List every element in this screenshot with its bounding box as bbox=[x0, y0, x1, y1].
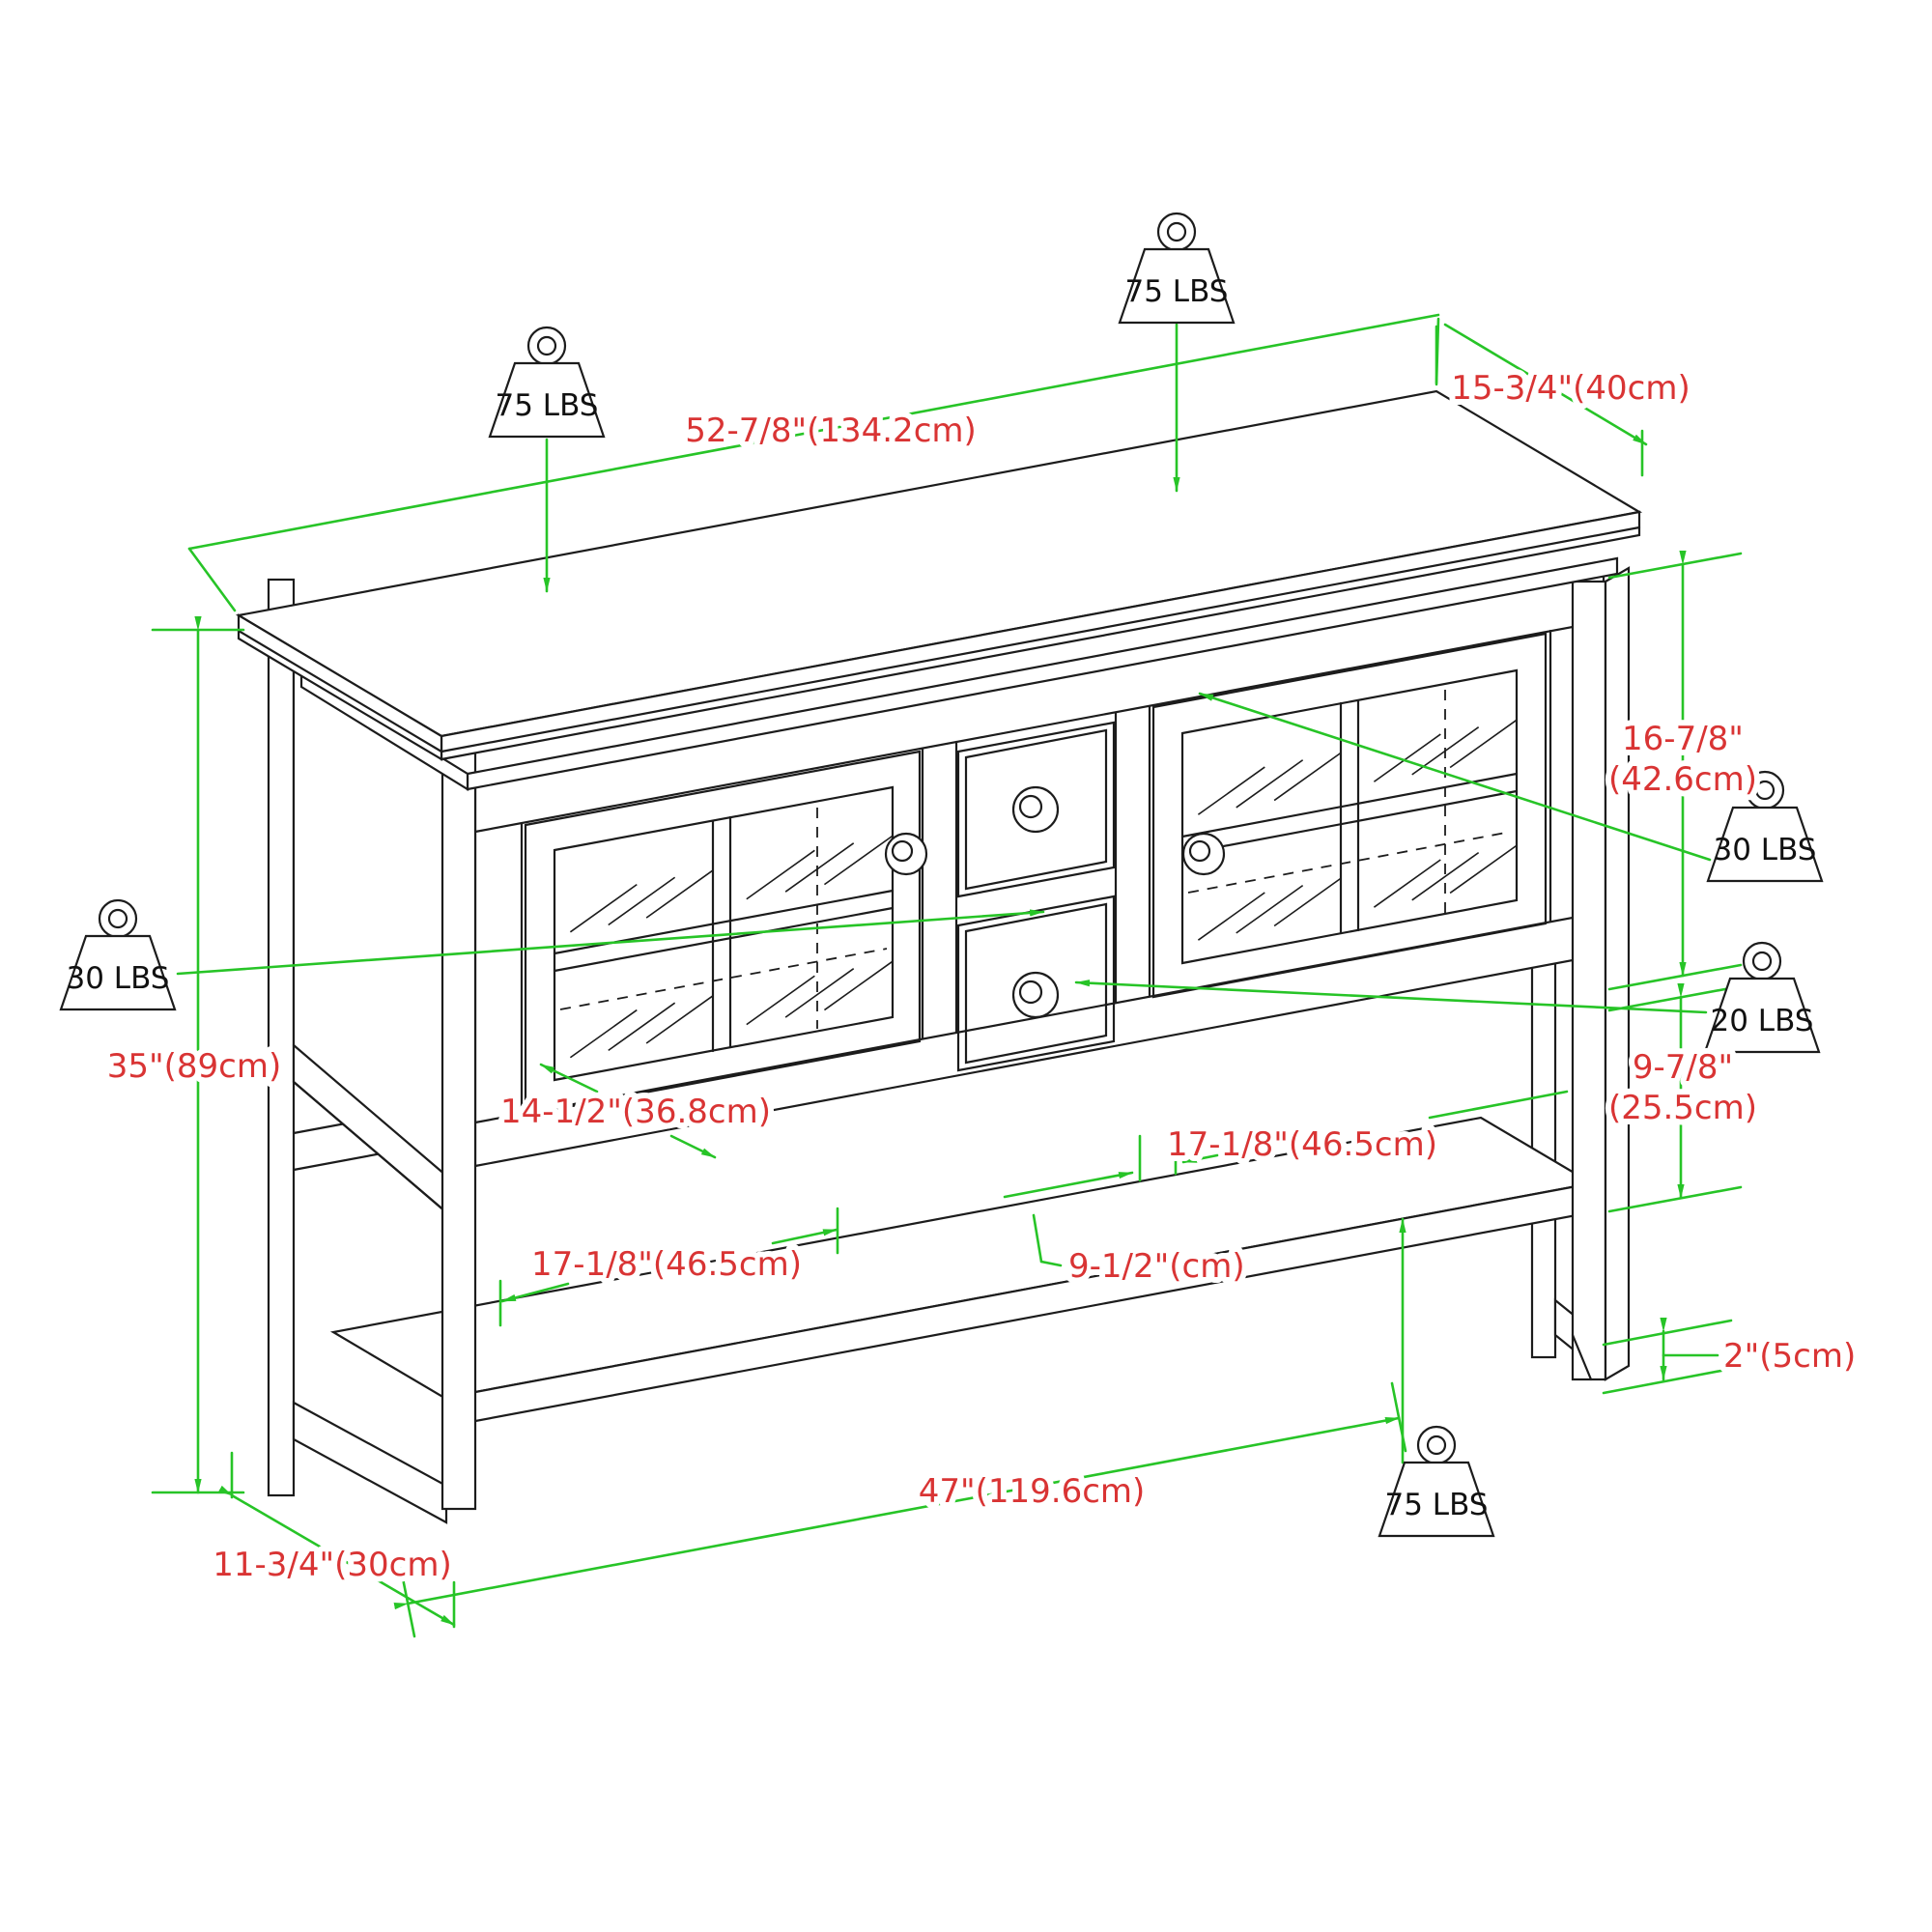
dim-bottom-shelf-width-label: 47"(119.6cm) bbox=[919, 1472, 1146, 1511]
dim-door-glass-width bbox=[539, 1063, 717, 1159]
weight-icons: 75 LBS 75 LBS 30 LBS 30 LBS 20 LBS 75 LB… bbox=[59, 212, 1824, 1538]
glass-hatch-line bbox=[1197, 766, 1265, 815]
dim-drawer-width-label: 9-1/2"(cm) bbox=[1068, 1247, 1245, 1286]
weight-icon-top-left: 75 LBS bbox=[488, 326, 606, 439]
dim-overall-height-label: 35"(89cm) bbox=[107, 1047, 282, 1086]
dim-interior-height bbox=[1607, 551, 1743, 991]
weight-icon-top-right: 75 LBS bbox=[1118, 212, 1236, 325]
back-left-leg bbox=[267, 578, 296, 1497]
left-side-stretcher bbox=[292, 1401, 448, 1524]
dim-open-shelf-height-line2: (25.5cm) bbox=[1608, 1089, 1757, 1127]
glass-hatch-line bbox=[746, 849, 815, 900]
glass-hatch-line bbox=[1373, 859, 1441, 908]
glass-hatch-line bbox=[1273, 877, 1342, 927]
glass-hatch-line bbox=[645, 869, 714, 919]
glass-hatch-line bbox=[823, 960, 894, 1011]
weight-label: 75 LBS bbox=[1125, 274, 1229, 309]
glass-hatch-line bbox=[1449, 719, 1518, 769]
right-glass-door bbox=[1151, 632, 1548, 999]
weight-icon-left-cabinet: 30 LBS bbox=[59, 898, 177, 1011]
dim-open-shelf-height-line1: 9-7/8" bbox=[1633, 1048, 1733, 1087]
door-knobs bbox=[884, 785, 1226, 1019]
glass-hatch-line bbox=[1236, 884, 1304, 934]
dim-bottom-shelf-width bbox=[393, 1381, 1407, 1638]
dim-base-depth-label: 11-3/4"(30cm) bbox=[213, 1546, 452, 1584]
dim-interior-height-line1: 16-7/8" bbox=[1622, 720, 1744, 758]
glass-hatch-line bbox=[823, 835, 894, 886]
glass-hatch-line bbox=[569, 883, 638, 933]
weight-label: 75 LBS bbox=[496, 388, 599, 423]
weight-icon-drawers: 20 LBS bbox=[1703, 941, 1821, 1054]
glass-hatch-line bbox=[784, 968, 855, 1018]
dimension-lines bbox=[151, 313, 1743, 1638]
dim-foot-height bbox=[1602, 1318, 1733, 1395]
cabinet-line-art bbox=[235, 389, 1643, 1524]
glass-hatch-line bbox=[645, 995, 714, 1044]
front-right-leg bbox=[1571, 566, 1631, 1381]
dim-right-cabinet-width-label: 17-1/8"(46.5cm) bbox=[1167, 1125, 1437, 1164]
glass-hatch-line bbox=[1236, 759, 1304, 809]
weight-icon-bottom-shelf: 75 LBS bbox=[1378, 1425, 1495, 1538]
dim-right-cabinet-width bbox=[1003, 1090, 1569, 1199]
lower-drawer bbox=[956, 895, 1116, 1072]
glass-hatch-line bbox=[1273, 752, 1342, 802]
glass-hatch-line bbox=[1197, 892, 1265, 941]
glass-hatch-line bbox=[746, 975, 815, 1026]
weight-label: 20 LBS bbox=[1711, 1004, 1814, 1038]
weight-icon-right-cabinet: 30 LBS bbox=[1706, 770, 1824, 883]
weight-label: 75 LBS bbox=[1385, 1488, 1489, 1522]
table-top bbox=[235, 389, 1643, 761]
glass-hatch-lines bbox=[569, 719, 1518, 1059]
weight-leader-lines bbox=[176, 323, 1712, 1464]
dim-top-depth-label: 15-3/4"(40cm) bbox=[1451, 369, 1690, 408]
dim-top-depth bbox=[1435, 323, 1648, 477]
glass-hatch-line bbox=[608, 876, 676, 926]
dim-base-depth bbox=[218, 1451, 456, 1629]
weight-label: 30 LBS bbox=[1714, 833, 1817, 867]
dim-foot-height-label: 2"(5cm) bbox=[1723, 1337, 1856, 1376]
glass-hatch-line bbox=[608, 1002, 676, 1052]
dim-door-glass-width-label: 14-1/2"(36.8cm) bbox=[500, 1093, 771, 1131]
glass-hatch-line bbox=[784, 842, 855, 893]
dim-left-cabinet-width bbox=[498, 1207, 839, 1327]
glass-hatch-line bbox=[1449, 844, 1518, 895]
glass-hatch-line bbox=[1411, 851, 1480, 901]
dim-interior-height-line2: (42.6cm) bbox=[1608, 760, 1757, 799]
dimension-labels: 52-7/8"(134.2cm) 15-3/4"(40cm) 35"(89cm)… bbox=[101, 363, 1862, 1590]
dim-drawer-width bbox=[1032, 1213, 1063, 1267]
front-left-leg bbox=[440, 744, 477, 1511]
dim-open-shelf-height bbox=[1607, 983, 1743, 1213]
dim-left-cabinet-width-label: 17-1/8"(46.5cm) bbox=[531, 1245, 802, 1284]
glass-hatch-line bbox=[1373, 733, 1441, 782]
weight-label: 30 LBS bbox=[67, 961, 170, 996]
upper-drawer bbox=[956, 721, 1116, 898]
dim-top-width-label: 52-7/8"(134.2cm) bbox=[685, 412, 977, 450]
glass-hatch-line bbox=[569, 1009, 638, 1059]
